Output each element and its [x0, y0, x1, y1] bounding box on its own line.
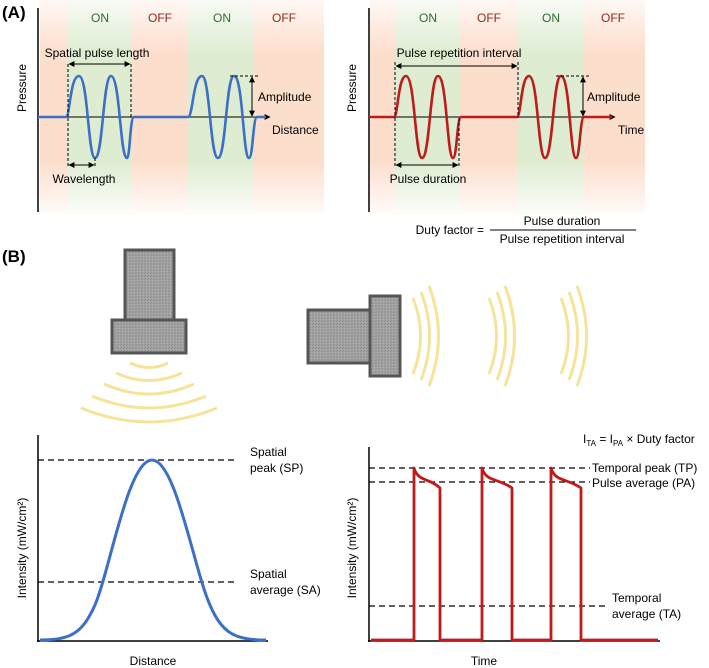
pulse-repetition-interval-label: Pulse repetition interval: [397, 46, 522, 60]
temporal-average-label-1: Temporal: [612, 591, 661, 605]
transducer-horizontal: [306, 294, 402, 378]
temporal-peak-label: Temporal peak (TP): [592, 461, 697, 475]
state-on-label-3: ON: [419, 11, 437, 25]
duty-factor-numerator: Pulse duration: [524, 214, 601, 228]
amplitude-annotation-left: [230, 75, 258, 117]
spatial-average-label-2: average (SA): [250, 583, 321, 597]
red-pressure-wave: [369, 74, 612, 160]
panel-b-left-x-axis-label: Distance: [130, 654, 177, 668]
spatial-average-label-1: Spatial: [250, 567, 287, 581]
panel-b-right-x-axis-label: Time: [471, 654, 498, 668]
spatial-pulse-length-label: Spatial pulse length: [45, 46, 150, 60]
panel-a-left-x-axis-label: Distance: [272, 123, 319, 137]
panel-a-left-y-axis-label: Pressure: [15, 64, 29, 112]
panel-a-right-x-axis-label: Time: [618, 123, 645, 137]
spatial-peak-label-1: Spatial: [250, 445, 287, 459]
duty-factor-lhs: Duty factor =: [416, 223, 484, 237]
state-off-label-4: OFF: [601, 11, 625, 25]
panel-a-right-y-axis-label: Pressure: [345, 64, 359, 112]
duty-factor-denominator: Pulse repetition interval: [500, 232, 625, 246]
transducer-vertical: [110, 248, 188, 355]
pulse-repetition-interval-annotation: [394, 62, 519, 118]
beam-arcs-downward: [80, 361, 218, 424]
panel-b-right-y-axis-label: Intensity (mW/cm²): [345, 498, 359, 599]
state-off-label-3: OFF: [477, 11, 501, 25]
temporal-average-label-2: average (TA): [612, 607, 681, 621]
amplitude-annotation-right: [556, 75, 590, 117]
state-off-label-1: OFF: [148, 11, 172, 25]
blue-pressure-wave: [38, 74, 266, 160]
beam-arcs-rightward: [411, 285, 588, 387]
state-on-label-4: ON: [542, 11, 560, 25]
state-on-label-2: ON: [213, 11, 231, 25]
panel-a-left-bands: [40, 0, 324, 215]
pulse-duration-label: Pulse duration: [390, 172, 467, 186]
panel-b-left-y-axis-label: Intensity (mW/cm²): [15, 498, 29, 599]
wavelength-label: Wavelength: [53, 172, 116, 186]
state-on-label-1: ON: [91, 11, 109, 25]
spatial-pulse-length-annotation: [67, 61, 132, 118]
temporal-intensity-pulses: [371, 466, 658, 642]
spatial-intensity-profile: [39, 458, 267, 642]
wavelength-annotation: [67, 118, 96, 168]
temporal-average-formula: ITA = IPA × Duty factor: [583, 432, 695, 448]
panel-a-label: (A): [2, 3, 26, 22]
state-off-label-2: OFF: [272, 11, 296, 25]
spatial-peak-label-2: peak (SP): [250, 461, 303, 475]
amplitude-label-left: Amplitude: [258, 90, 312, 104]
panel-a-right-bands: [370, 0, 645, 215]
pulse-duration-annotation: [394, 118, 460, 168]
pulse-average-label: Pulse average (PA): [592, 476, 695, 490]
panel-b-label: (B): [2, 247, 26, 266]
amplitude-label-right: Amplitude: [587, 90, 641, 104]
